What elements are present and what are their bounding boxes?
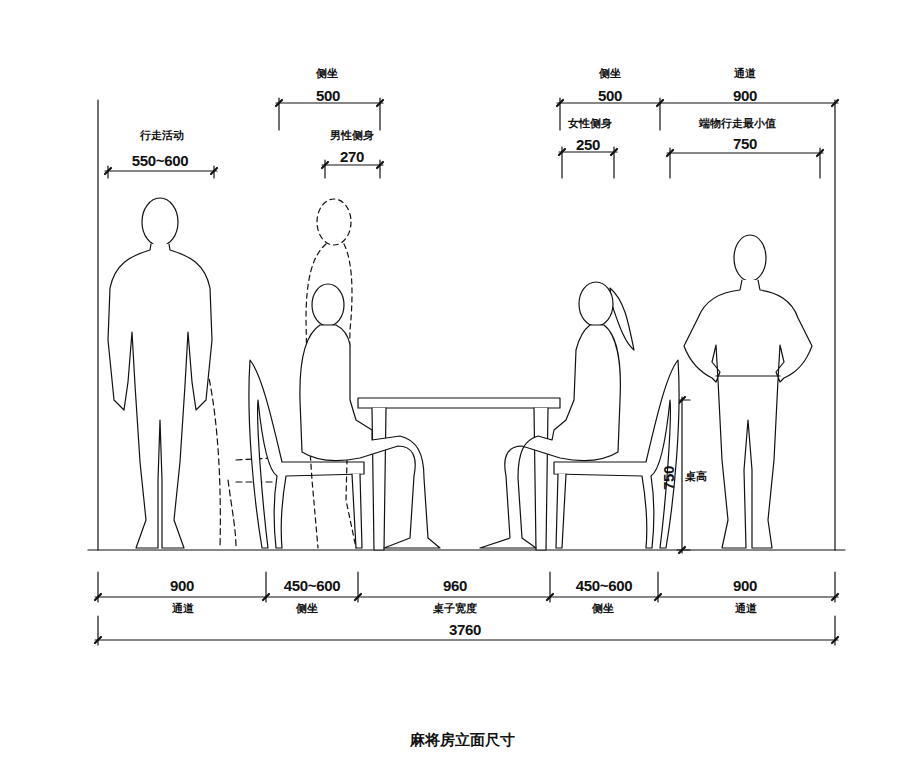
dimension-note: 侧坐 <box>592 601 614 616</box>
dimension-note: 女性侧身 <box>568 116 612 131</box>
dimension-value: 900 <box>170 577 194 594</box>
dimension-note: 桌子宽度 <box>433 601 477 616</box>
dimension-value: 500 <box>598 87 622 104</box>
drawing-caption: 麻将房立面尺寸 <box>410 731 515 750</box>
dimension-note: 通道 <box>735 601 757 616</box>
dimension-value: 960 <box>443 577 467 594</box>
dimension-value: 900 <box>733 577 757 594</box>
dimension-value: 450~600 <box>576 577 633 594</box>
dimension-value: 270 <box>340 148 364 165</box>
dimension-note: 通道 <box>734 66 756 81</box>
dimension-value: 750 <box>733 135 757 152</box>
dimension-value: 550~600 <box>132 152 189 169</box>
dimension-note: 男性侧身 <box>330 128 374 143</box>
dimension-value: 750 <box>660 466 677 490</box>
dimension-value: 450~600 <box>284 577 341 594</box>
dimension-note: 端物行走最小值 <box>699 116 776 131</box>
dimension-note: 侧坐 <box>316 66 338 81</box>
dimension-value: 3760 <box>449 621 481 638</box>
dimension-note: 侧坐 <box>296 601 318 616</box>
dimension-note: 行走活动 <box>140 128 184 143</box>
dimension-value: 900 <box>733 87 757 104</box>
dimension-value: 250 <box>576 136 600 153</box>
dimension-note: 侧坐 <box>599 66 621 81</box>
dimension-note: 通道 <box>172 601 194 616</box>
dimension-note: 桌高 <box>685 469 707 484</box>
dimension-value: 500 <box>316 87 340 104</box>
